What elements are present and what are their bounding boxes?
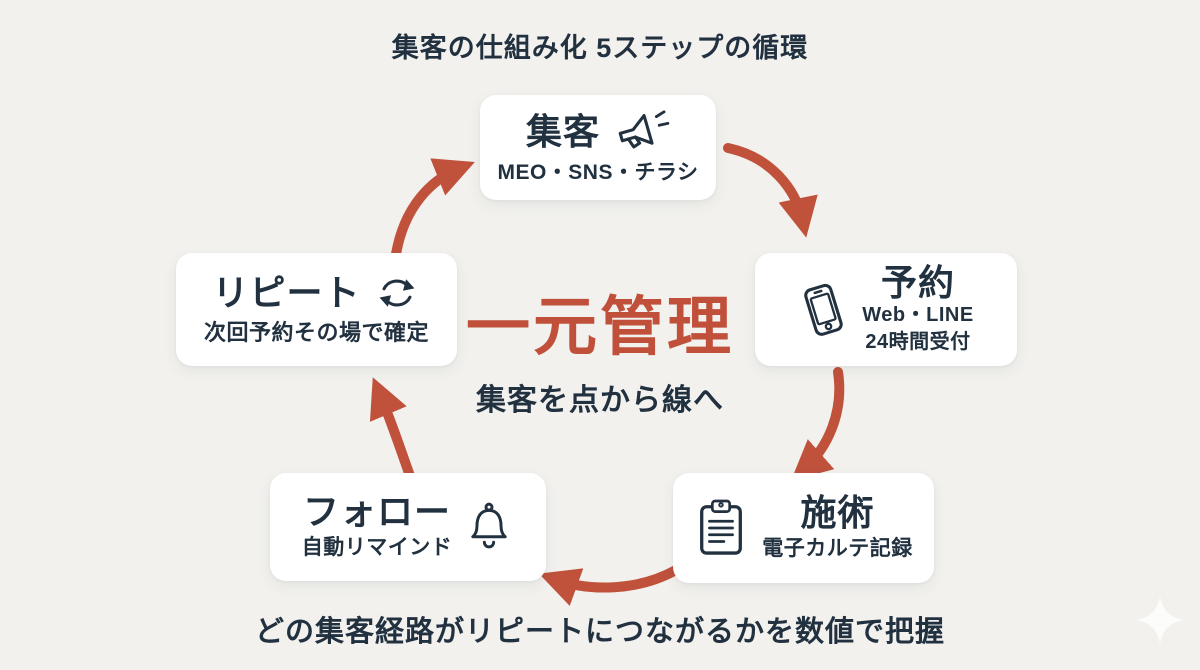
step-subtitle: 24時間受付 <box>865 331 971 354</box>
step-card-reserve: 予約 Web・LINE 24時間受付 <box>755 253 1017 366</box>
step-label: 予約 <box>880 261 955 303</box>
step-card-follow: フォロー 自動リマインド <box>270 473 546 581</box>
step-subtitle: MEO・SNS・チラシ <box>497 161 699 185</box>
megaphone-icon <box>618 110 670 149</box>
step-label: リピート <box>212 272 361 314</box>
step-subtitle: Web・LINE <box>862 304 974 327</box>
step-card-treat: 施術 電子カルテ記録 <box>673 473 934 583</box>
step-subtitle: 次回予約その場で確定 <box>203 320 429 346</box>
center-title: 一元管理 <box>466 291 734 363</box>
page-title: 集客の仕組み化 5ステップの循環 <box>391 33 809 63</box>
step-card-repeat: リピート 次回予約その場で確定 <box>176 253 457 366</box>
step-subtitle: 電子カルテ記録 <box>762 536 913 560</box>
arrow-repeat-to-attract <box>391 158 475 259</box>
step-label: 集客 <box>525 111 600 153</box>
center-subtitle: 集客を点から線へ <box>476 384 724 418</box>
step-label: 施術 <box>800 491 875 533</box>
center-message: 一元管理 集客を点から線へ <box>0 291 1200 419</box>
bell-icon <box>471 502 507 549</box>
sparkle-icon <box>1136 596 1184 644</box>
refresh-icon <box>379 279 414 307</box>
smartphone-icon <box>804 283 844 336</box>
arrow-treat-to-follow <box>538 565 681 606</box>
step-subtitle: 自動リマインド <box>301 535 453 559</box>
footer-caption: どの集客経路がリピートにつながるかを数値で把握 <box>254 616 945 648</box>
step-card-attract: 集客 MEO・SNS・チラシ <box>480 95 716 200</box>
arrow-attract-to-reserve <box>723 143 818 238</box>
clipboard-icon <box>700 499 743 555</box>
step-label: フォロー <box>302 490 451 532</box>
